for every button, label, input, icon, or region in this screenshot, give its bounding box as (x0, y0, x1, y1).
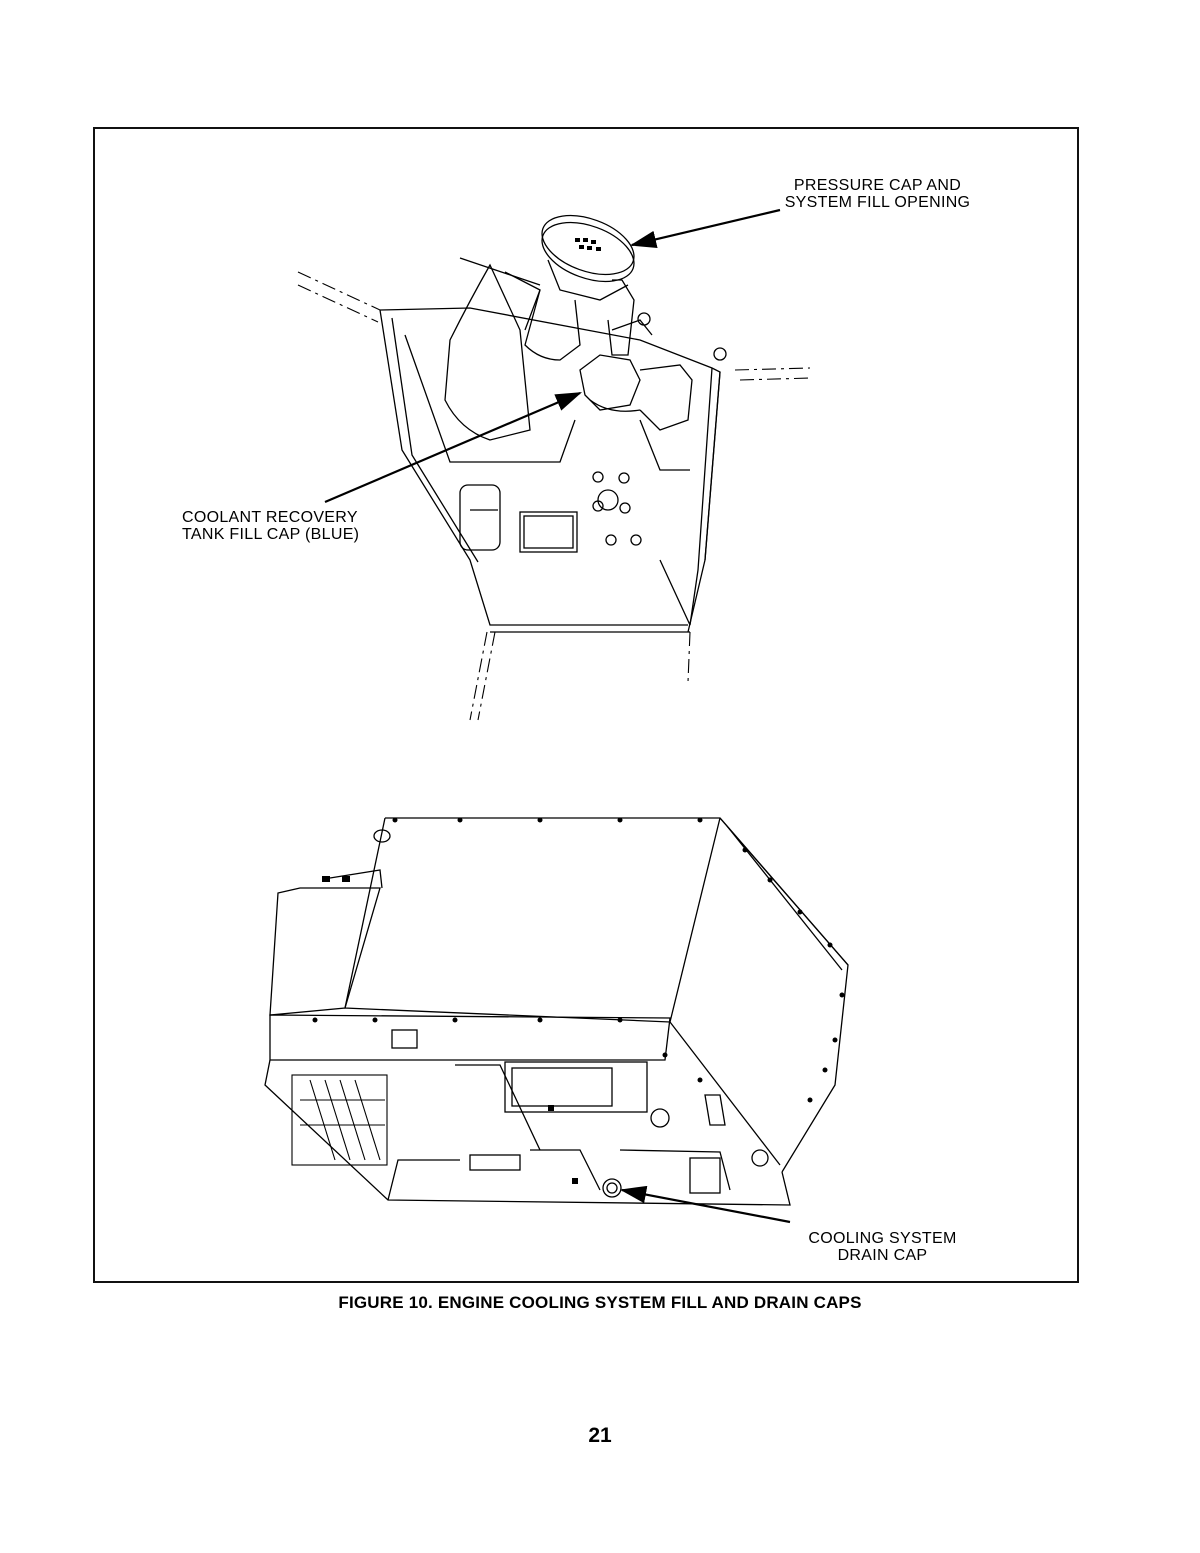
upper-detail-view (297, 214, 813, 721)
coolant-recovery-arrow (324, 391, 583, 504)
page-number: 21 (588, 1424, 612, 1447)
figure-caption: FIGURE 10. ENGINE COOLING SYSTEM FILL AN… (338, 1293, 862, 1312)
lower-genset-view (264, 817, 849, 1206)
callout-arrows (324, 208, 791, 1224)
drain-cap-label: COOLING SYSTEM DRAIN CAP (808, 1230, 957, 1264)
pressure-cap-label: PRESSURE CAP AND SYSTEM FILL OPENING (784, 177, 971, 211)
coolant-recovery-label: COOLANT RECOVERY TANK FILL CAP (BLUE) (182, 509, 360, 543)
pressure-cap-arrow (629, 208, 781, 248)
drain-cap-arrow (619, 1185, 791, 1224)
figure-frame (93, 127, 1079, 1283)
